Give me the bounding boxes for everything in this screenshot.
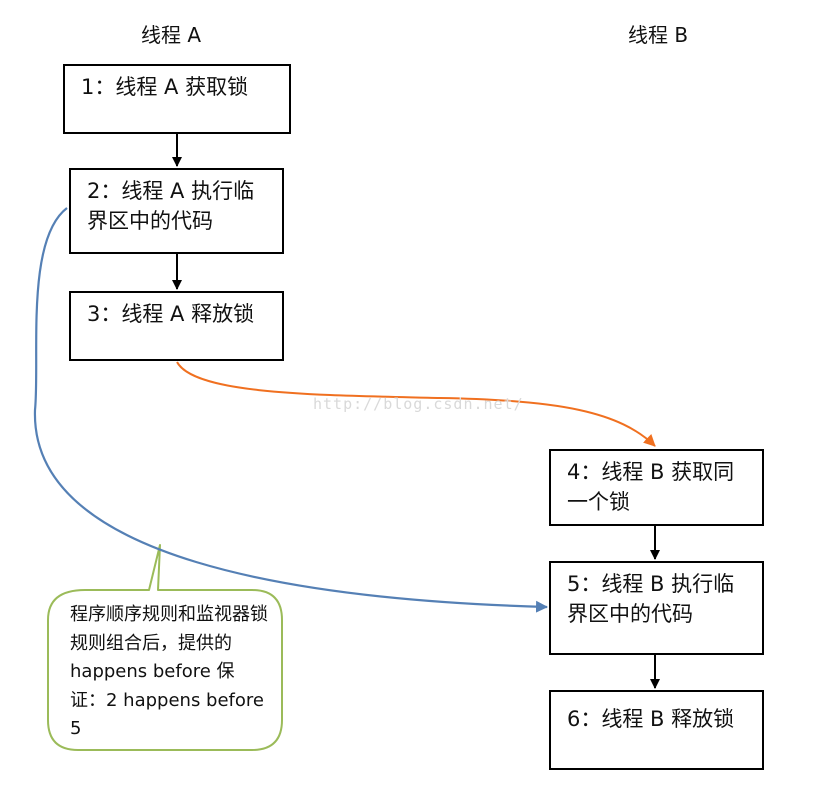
step-3-box: 3：线程 A 释放锁 xyxy=(69,291,284,361)
arrow-3-to-4 xyxy=(176,361,656,447)
callout-bubble xyxy=(47,544,283,751)
step-3-label: 3：线程 A 释放锁 xyxy=(87,302,255,326)
step-5-label: 5：线程 B 执行临界区中的代码 xyxy=(567,572,735,626)
watermark: http://blog.csdn.net/ xyxy=(313,395,524,413)
step-6-label: 6：线程 B 释放锁 xyxy=(567,707,735,731)
step-1-box: 1：线程 A 获取锁 xyxy=(63,64,291,134)
step-4-box: 4：线程 B 获取同一个锁 xyxy=(549,449,764,526)
step-1-label: 1：线程 A 获取锁 xyxy=(81,75,249,99)
step-5-box: 5：线程 B 执行临界区中的代码 xyxy=(549,561,764,655)
step-4-label: 4：线程 B 获取同一个锁 xyxy=(567,460,735,514)
callout-text: 程序顺序规则和监视器锁规则组合后，提供的 happens before 保证：2… xyxy=(70,604,268,739)
step-2-box: 2：线程 A 执行临界区中的代码 xyxy=(69,168,284,254)
step-2-label: 2：线程 A 执行临界区中的代码 xyxy=(87,179,255,233)
step-6-box: 6：线程 B 释放锁 xyxy=(549,690,764,770)
thread-a-header: 线程 A xyxy=(141,23,202,47)
arrow-2-to-5 xyxy=(33,207,548,613)
thread-b-header: 线程 B xyxy=(628,23,689,47)
